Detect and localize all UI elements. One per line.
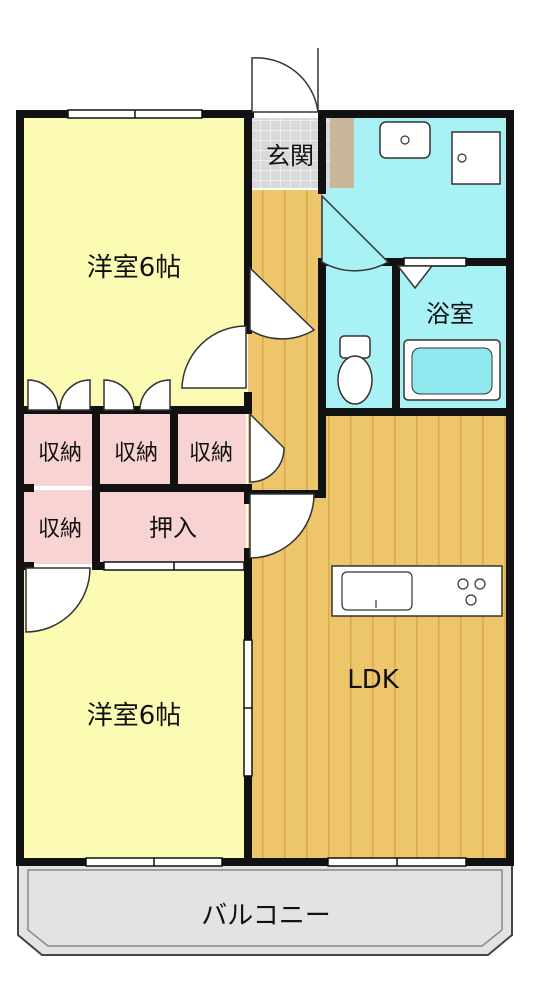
entrance-label: 玄関: [266, 142, 314, 170]
bathtub: [403, 339, 501, 401]
storage-2-label: 収納: [114, 441, 158, 466]
storage-3-floor: [176, 414, 246, 486]
toilet: [337, 335, 373, 405]
storage-4-floor: [24, 490, 96, 564]
storage-3-label: 収納: [189, 441, 233, 466]
entrance-step: [330, 118, 354, 188]
closet-label: 押入: [149, 514, 197, 542]
kitchen-counter: [331, 565, 503, 617]
door-swings: [25, 48, 434, 633]
storage-4-label: 収納: [38, 517, 82, 542]
ldk-floor: [248, 412, 506, 858]
western-room-top-label: 洋室6帖: [87, 253, 182, 283]
washbasin: [379, 121, 431, 159]
ldk-label: LDK: [347, 665, 400, 695]
closet-floor: [100, 490, 246, 564]
washing-machine-space: [451, 131, 501, 185]
windows: [67, 109, 467, 867]
western-room-bottom-label: 洋室6帖: [87, 701, 182, 731]
storage-1-label: 収納: [38, 441, 82, 466]
balcony-label: バルコニー: [201, 901, 330, 931]
entrance-floor: [250, 118, 330, 188]
storage-2-floor: [100, 414, 172, 486]
storage-1-floor: [24, 414, 96, 486]
bathroom-label: 浴室: [426, 300, 474, 328]
